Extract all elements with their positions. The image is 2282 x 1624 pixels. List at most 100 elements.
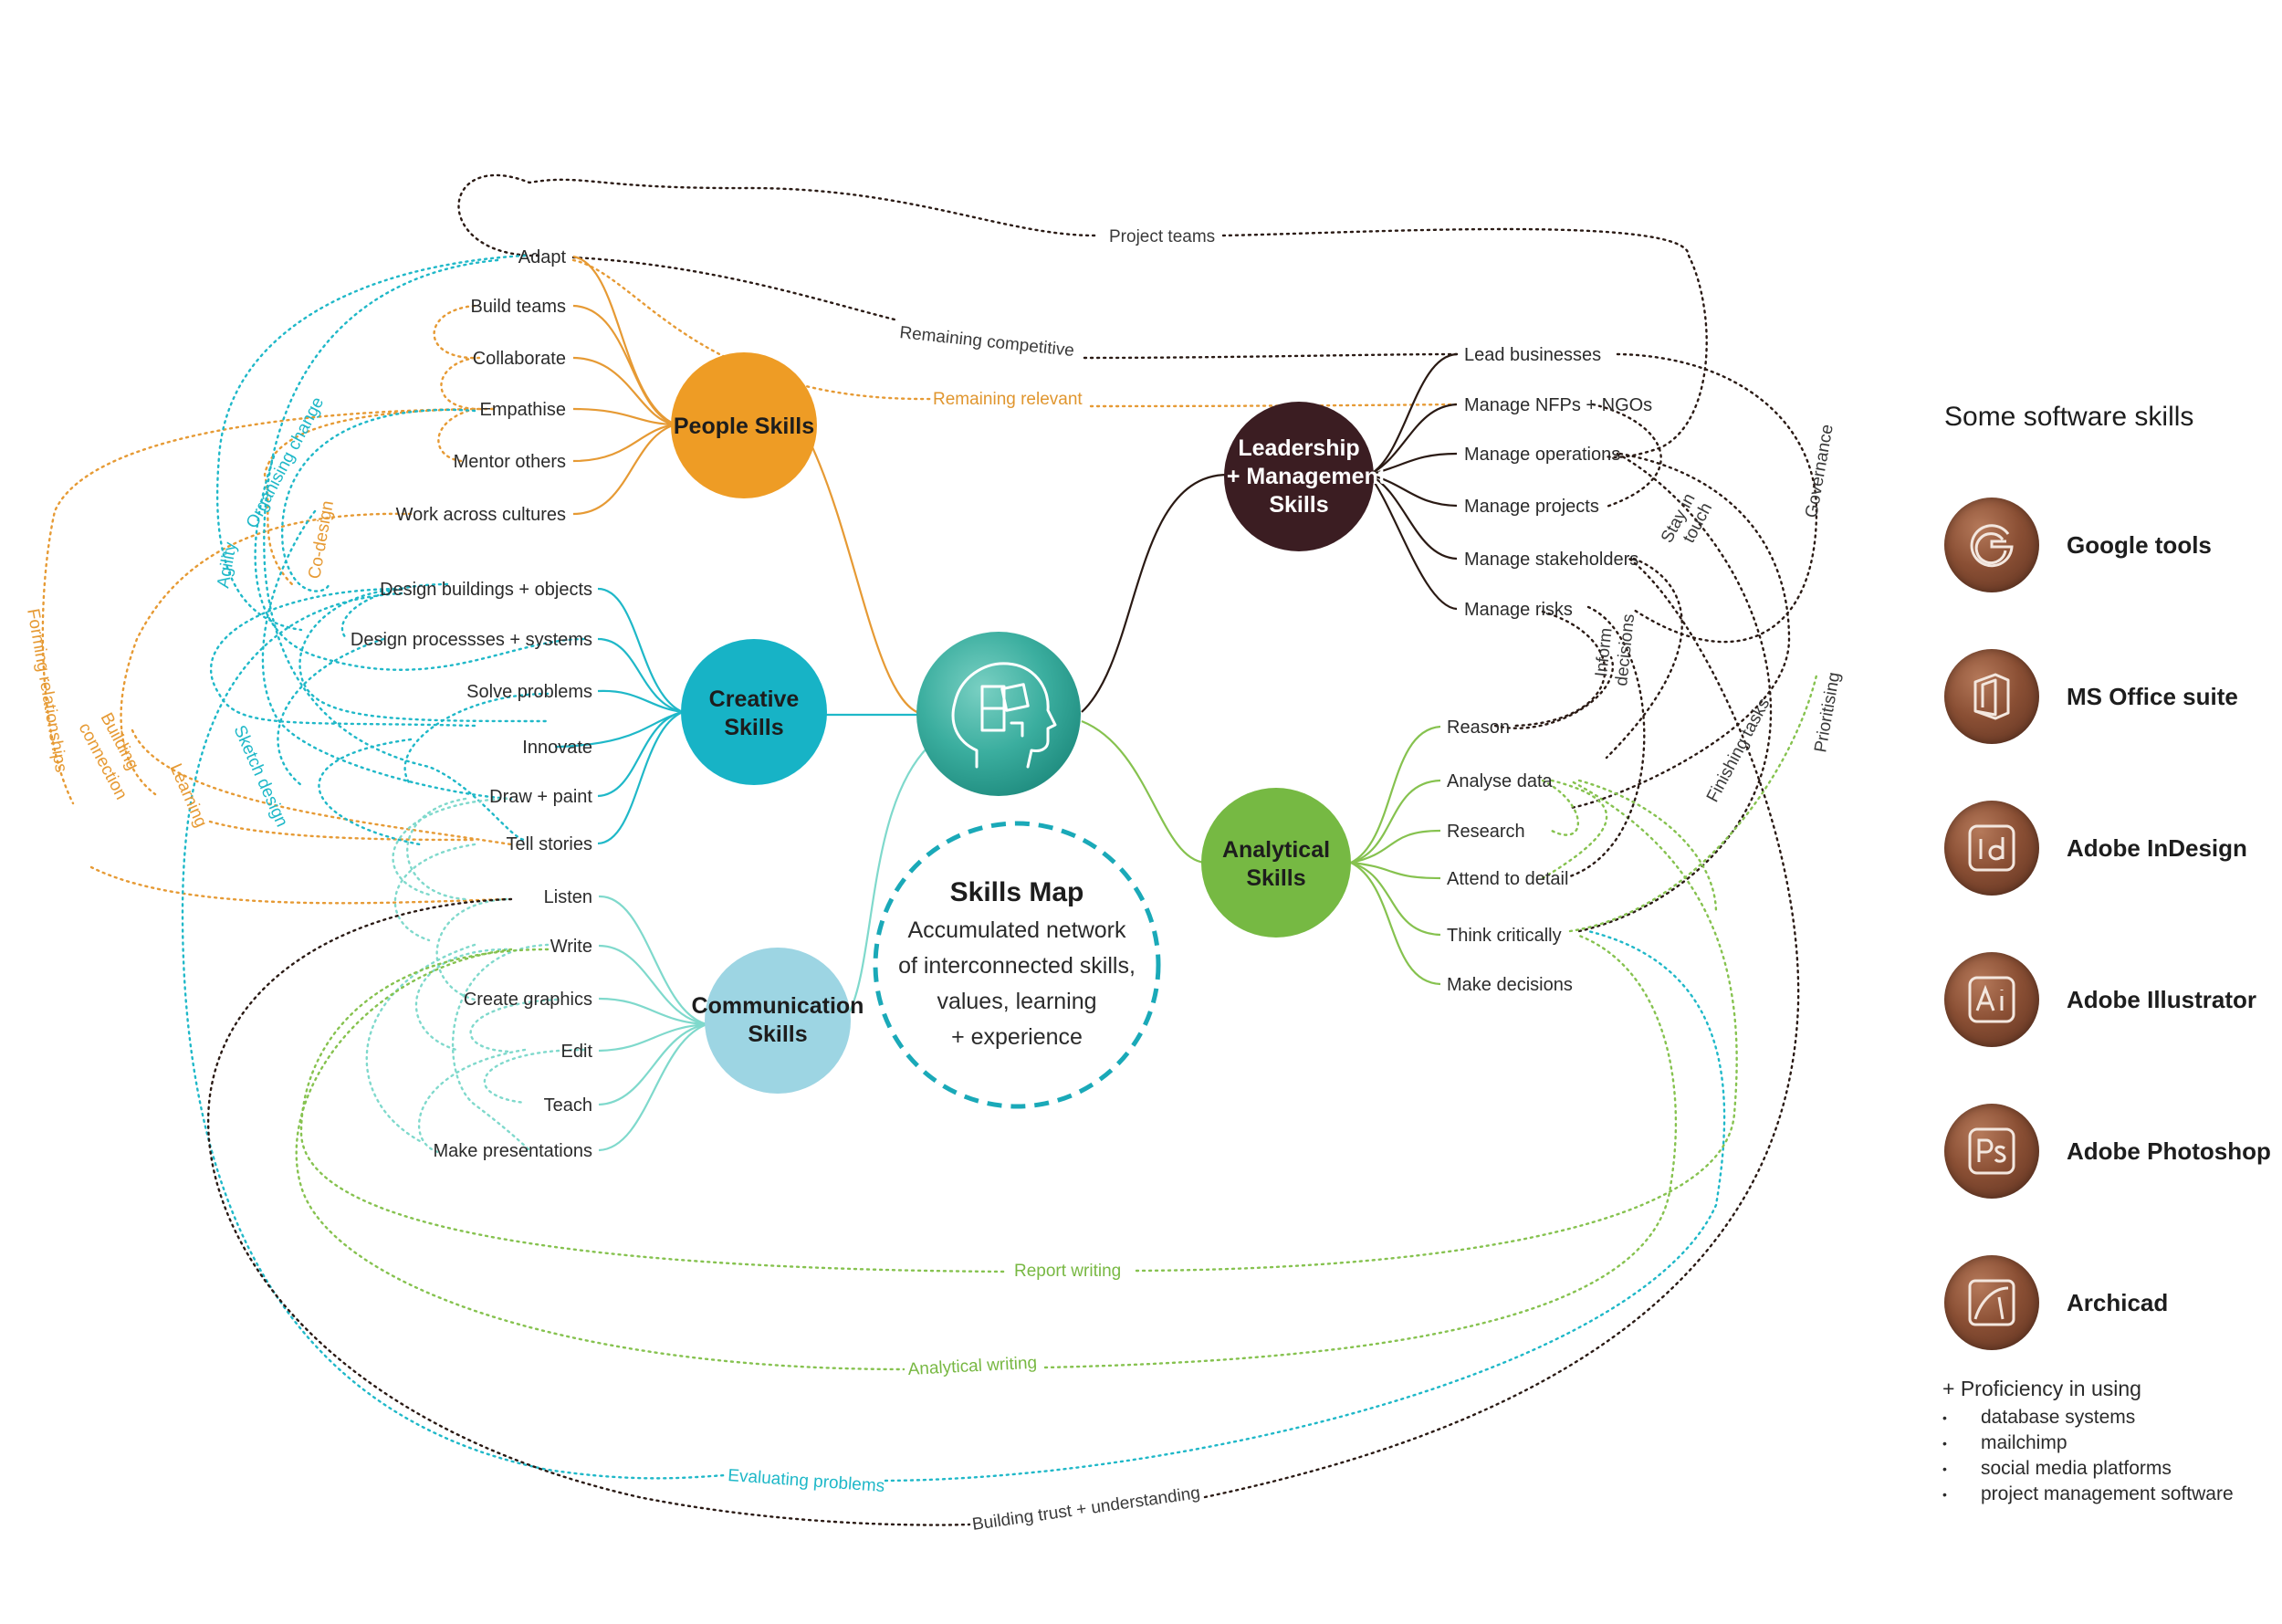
software-item: Adobe Illustrator — [1944, 924, 2282, 1075]
software-skills-title: Some software skills — [1944, 402, 2194, 432]
skills-map-title: Skills Map — [950, 877, 1084, 907]
software-item: Google tools — [1944, 469, 2282, 621]
skill-label: Tell stories — [507, 834, 592, 854]
leadership-skill-labels: Lead businesses Manage NFPs + NGOs Manag… — [1464, 345, 1652, 620]
analytical-skill-labels: Reason Analyse data Research Attend to d… — [1447, 718, 1573, 995]
skill-label: Listen — [544, 887, 592, 907]
connection-curve — [365, 797, 586, 1154]
center-node — [916, 632, 1081, 796]
connection-label: Remaining relevant — [933, 390, 1083, 409]
skill-label: Build teams — [471, 297, 567, 317]
software-skills-panel: Some software skills Google tools MS Off… — [1944, 402, 2282, 1378]
creative-skill-labels: Design buildings + objects Design proces… — [351, 580, 593, 854]
skill-label: Mentor others — [454, 452, 566, 472]
software-item: MS Office suite — [1944, 621, 2282, 772]
hub-label: Skills — [1269, 492, 1328, 518]
connection-label: Sketch design — [229, 722, 291, 830]
list-item: database systems — [1942, 1405, 2282, 1430]
people-skills-hub: People Skills — [671, 352, 817, 498]
connection-curve — [457, 173, 1708, 458]
software-label: Archicad — [2067, 1288, 2169, 1316]
skill-label: Collaborate — [473, 349, 566, 369]
skill-label: Teach — [544, 1095, 592, 1116]
illustrator-icon — [1944, 952, 2039, 1047]
connection-label: Agility — [214, 540, 241, 590]
connection-labels: Project teams Remaining competitive Rema… — [23, 227, 1844, 1535]
connection-curve — [295, 934, 1678, 1371]
skills-map-text: + experience — [951, 1024, 1083, 1050]
connection-label: Forming relationships — [23, 607, 70, 774]
software-label: MS Office suite — [2067, 682, 2238, 710]
software-item: Archicad — [1944, 1227, 2282, 1378]
connection-curve — [209, 254, 586, 846]
hub-label: Skills — [748, 1022, 807, 1047]
proficiency-items: database systems mailchimp social media … — [1942, 1405, 2282, 1507]
skill-label: Design buildings + objects — [380, 580, 592, 600]
branches — [554, 255, 1458, 1152]
skill-label: Edit — [561, 1042, 593, 1062]
skill-label: Attend to detail — [1447, 869, 1568, 889]
skill-label: Manage operations — [1464, 445, 1620, 465]
skill-label: Lead businesses — [1464, 345, 1601, 365]
cross-connections — [41, 173, 1818, 1526]
connection-label: Governance — [1802, 423, 1837, 519]
connection-label: Learning — [165, 760, 210, 830]
hub-label: Analytical — [1222, 837, 1330, 863]
skill-label: Adapt — [518, 247, 567, 267]
connection-curve — [206, 557, 1800, 1526]
connection-curve — [181, 592, 1726, 1483]
skill-label: Reason — [1447, 718, 1510, 738]
skills-map-text: of interconnected skills, — [898, 953, 1136, 979]
connection-curve — [41, 304, 513, 905]
skill-label: Innovate — [522, 738, 592, 758]
connection-label: Prioritising — [1811, 671, 1844, 754]
creative-skills-hub: Creative Skills — [681, 639, 827, 785]
communication-skill-labels: Listen Write Create graphics Edit Teach … — [433, 887, 592, 1161]
hub-label: Leadership — [1238, 435, 1359, 461]
connection-label: Remaining competitive — [898, 323, 1074, 361]
list-item: mailchimp — [1942, 1430, 2282, 1456]
connection-curve — [1577, 452, 1773, 933]
hub-label: People Skills — [674, 414, 814, 439]
connection-label: Report writing — [1014, 1262, 1121, 1281]
leadership-skills-hub: Leadership + Management Skills — [1224, 402, 1387, 551]
hub-label: + Management — [1227, 464, 1387, 489]
skill-label: Manage NFPs + NGOs — [1464, 395, 1652, 415]
connection-label: decisions — [1612, 613, 1638, 687]
software-label: Google tools — [2067, 530, 2212, 559]
proficiency-heading: + Proficiency in using — [1942, 1377, 2141, 1400]
skill-label: Research — [1447, 822, 1525, 842]
archicad-icon — [1944, 1255, 2039, 1350]
connection-curve — [1541, 674, 1818, 933]
skill-label: Design processses + systems — [351, 630, 592, 650]
list-item: social media platforms — [1942, 1456, 2282, 1482]
communication-skills-hub: Communication Skills — [692, 948, 864, 1094]
connection-label: Co-design — [305, 499, 338, 581]
software-label: Adobe Photoshop — [2067, 1137, 2271, 1165]
software-label: Adobe InDesign — [2067, 833, 2247, 862]
google-icon — [1944, 498, 2039, 592]
hub-label: Skills — [724, 715, 783, 740]
hub-label: Skills — [1246, 865, 1305, 891]
list-item: project management software — [1942, 1482, 2282, 1507]
skill-label: Make decisions — [1447, 975, 1573, 995]
skill-label: Make presentations — [433, 1141, 592, 1161]
connection-label: Evaluating problems — [728, 1466, 885, 1496]
hub-label: Creative — [709, 686, 800, 712]
skills-map-legend: Skills Map Accumulated network of interc… — [873, 821, 1161, 1109]
skill-label: Analyse data — [1447, 771, 1554, 791]
skills-map-text: Accumulated network — [907, 917, 1126, 943]
connection-label: Analytical writing — [907, 1354, 1037, 1379]
head-puzzle-icon — [951, 662, 1057, 769]
photoshop-icon — [1944, 1104, 2039, 1199]
connection-label: Building trust + understanding — [971, 1483, 1201, 1535]
skill-label: Draw + paint — [489, 787, 592, 807]
analytical-skills-hub: Analytical Skills — [1201, 788, 1351, 938]
skill-label: Solve problems — [466, 682, 592, 702]
skill-label: Write — [550, 937, 592, 957]
connection-label: Project teams — [1109, 227, 1215, 246]
software-item: Adobe InDesign — [1944, 772, 2282, 924]
software-item: Adobe Photoshop — [1944, 1075, 2282, 1227]
connection-curve — [1493, 352, 1818, 878]
